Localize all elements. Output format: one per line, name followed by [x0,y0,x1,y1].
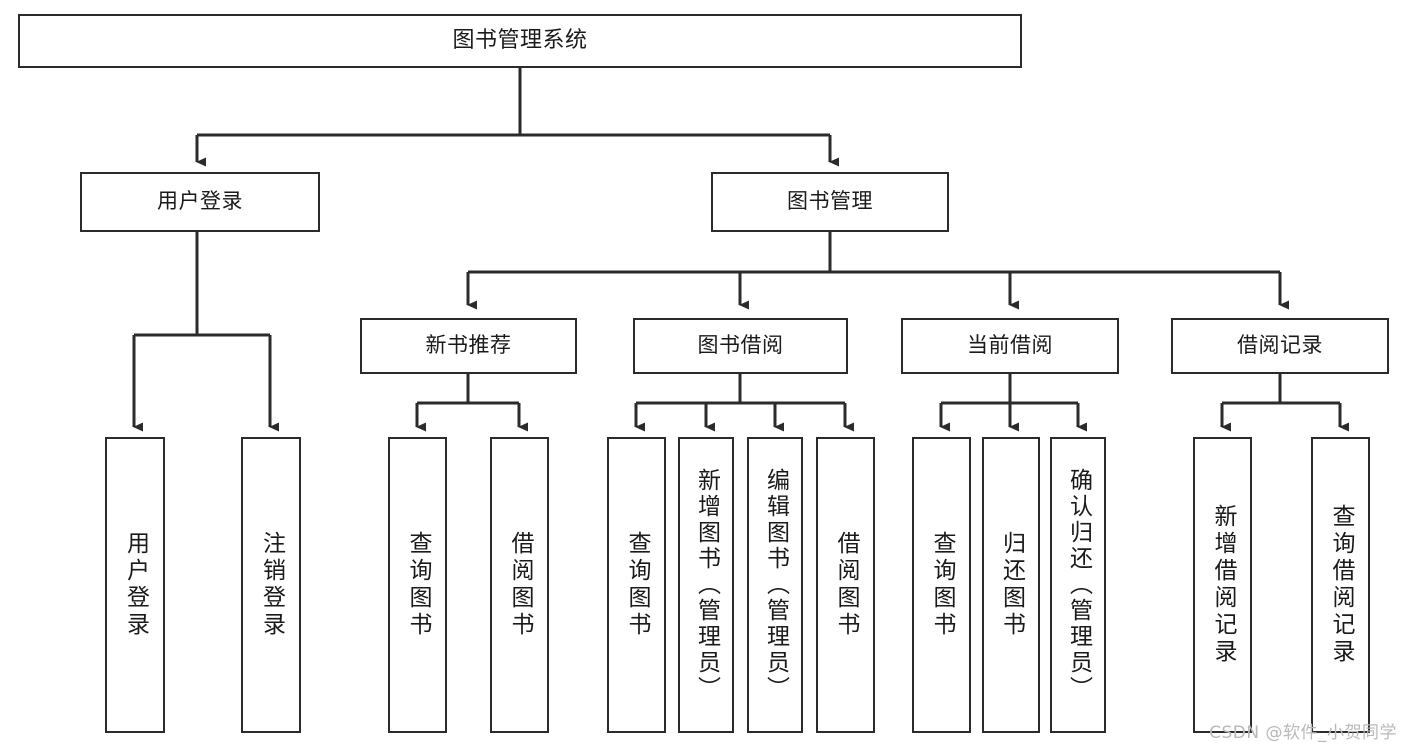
node-leaf-user-login-label: 用户登录 [122,531,149,639]
node-leaf-user-logout[interactable]: 注销登录 [241,437,301,733]
node-leaf-borrow-query-label: 查询图书 [624,531,650,639]
node-leaf-return-book-label: 归还图书 [998,531,1025,639]
node-root[interactable]: 图书管理系统 [18,14,1022,68]
node-borrow-record[interactable]: 借阅记录 [1171,318,1389,374]
node-leaf-current-query-label: 查询图书 [929,531,955,639]
node-leaf-book-edit-label: 编辑图书（管理员） [762,468,789,702]
node-leaf-current-query[interactable]: 查询图书 [912,437,971,733]
node-new-book-recommend-label: 新书推荐 [425,333,512,358]
node-leaf-borrow-query[interactable]: 查询图书 [607,437,666,733]
node-leaf-borrow-book[interactable]: 借阅图书 [816,437,875,733]
node-leaf-book-add[interactable]: 新增图书（管理员） [678,437,734,733]
node-leaf-newbook-query[interactable]: 查询图书 [388,437,447,733]
node-leaf-book-edit[interactable]: 编辑图书（管理员） [747,437,803,733]
node-leaf-newbook-borrow-label: 借阅图书 [507,531,533,639]
node-leaf-return-book[interactable]: 归还图书 [982,437,1040,733]
node-book-borrow[interactable]: 图书借阅 [633,318,848,374]
node-leaf-user-login[interactable]: 用户登录 [105,437,165,733]
node-leaf-user-logout-label: 注销登录 [258,531,285,639]
node-user-login[interactable]: 用户登录 [80,172,320,232]
node-leaf-record-query-label: 查询借阅记录 [1328,504,1354,666]
node-current-borrow-label: 当前借阅 [967,333,1053,358]
node-leaf-newbook-query-label: 查询图书 [405,531,431,639]
node-leaf-newbook-borrow[interactable]: 借阅图书 [490,437,549,733]
node-leaf-confirm-return[interactable]: 确认归还（管理员） [1050,437,1106,733]
node-book-borrow-label: 图书借阅 [697,333,784,358]
node-leaf-borrow-book-label: 借阅图书 [833,531,859,639]
node-leaf-confirm-return-label: 确认归还（管理员） [1065,468,1092,702]
node-book-management[interactable]: 图书管理 [711,172,949,232]
node-new-book-recommend[interactable]: 新书推荐 [360,318,577,374]
node-leaf-record-add[interactable]: 新增借阅记录 [1193,437,1252,733]
node-user-login-label: 用户登录 [157,189,243,214]
node-current-borrow[interactable]: 当前借阅 [901,318,1119,374]
node-leaf-book-add-label: 新增图书（管理员） [693,468,720,702]
node-book-management-label: 图书管理 [787,189,873,214]
node-leaf-record-query[interactable]: 查询借阅记录 [1311,437,1370,733]
node-borrow-record-label: 借阅记录 [1237,333,1323,358]
node-root-label: 图书管理系统 [452,27,588,53]
node-leaf-record-add-label: 新增借阅记录 [1210,504,1236,666]
